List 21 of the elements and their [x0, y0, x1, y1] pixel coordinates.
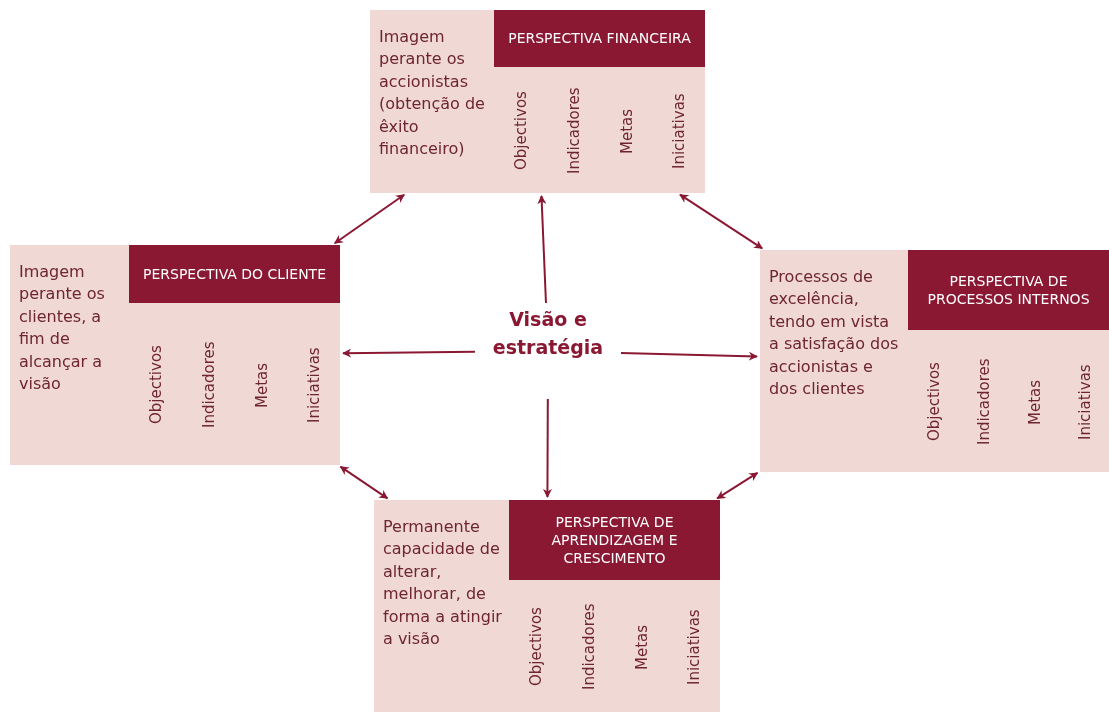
panel-description: Permanente capacidade de alterar, melhorar, de forma a atingir a visão — [382, 516, 503, 650]
panel-description: Processos de excelência, tendo em vista a satisfação dos accionistas e dos clientes — [768, 266, 900, 400]
perspective-panel — [760, 250, 1109, 472]
double-arrow — [679, 193, 764, 250]
panel-heading: PERSPECTIVA DO CLIENTE — [129, 245, 340, 303]
double-arrow — [339, 465, 389, 500]
perspective-panel — [10, 245, 340, 465]
double-arrow — [333, 193, 406, 245]
arrow — [542, 398, 552, 498]
double-arrow — [716, 471, 759, 500]
panel-heading: PERSPECTIVA DE APRENDIZAGEM E CRESCIMENTO — [509, 500, 720, 580]
panel-description: Imagem perante os accionistas (obtenção de êxito financeiro) — [378, 26, 486, 160]
panel-description: Imagem perante os clientes, a fim de alcançar a visão — [18, 261, 106, 395]
center-label: Visão e estratégia — [478, 306, 618, 362]
arrow — [537, 195, 547, 304]
arrow — [342, 348, 476, 358]
arrow — [620, 351, 758, 361]
perspective-panel — [374, 500, 720, 712]
perspective-panel — [370, 10, 705, 193]
panel-heading: PERSPECTIVA FINANCEIRA — [494, 10, 705, 67]
panel-heading: PERSPECTIVA DE PROCESSOS INTERNOS — [908, 250, 1109, 330]
